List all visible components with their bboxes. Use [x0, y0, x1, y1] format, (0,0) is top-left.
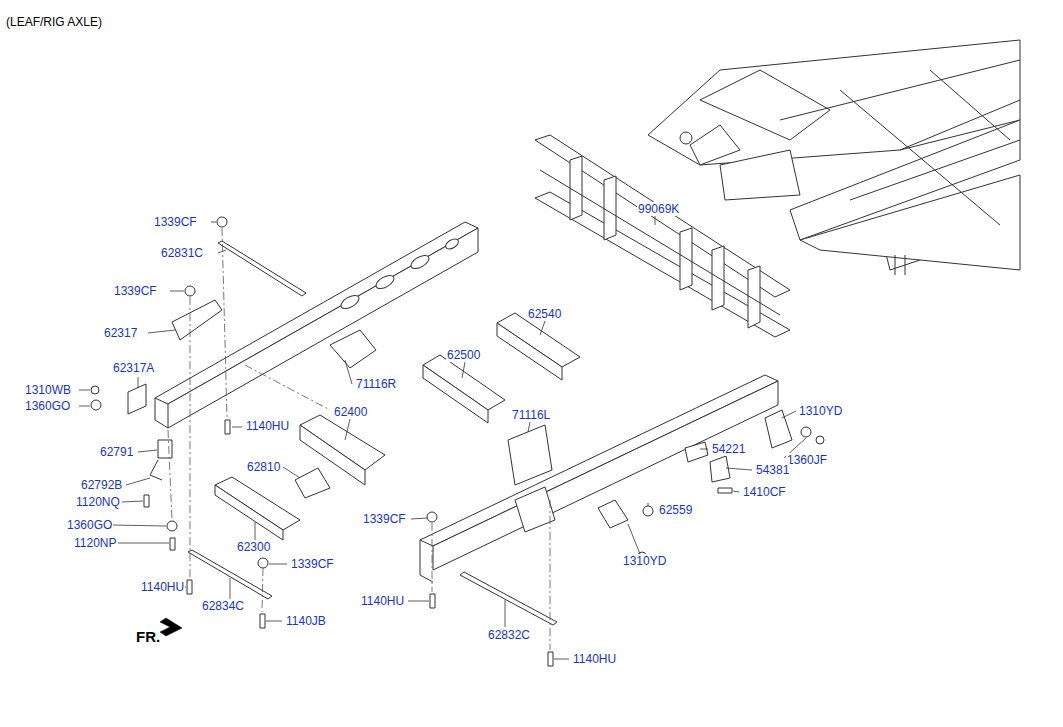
part-number: 62831C: [160, 246, 204, 260]
part-number: 1339CF: [113, 284, 158, 298]
part-number: 1120NP: [73, 536, 117, 550]
part-number: 62317A: [112, 361, 155, 375]
part-number: 62500: [446, 348, 481, 362]
part-number: 62559: [658, 503, 693, 517]
part-number: 62300: [236, 540, 271, 554]
part-number: 99069K: [637, 202, 680, 216]
part-number: 1310YD: [798, 404, 843, 418]
part-number: 1360GO: [66, 518, 113, 532]
part-number: 1360GO: [24, 399, 71, 413]
part-number: 1339CF: [153, 215, 198, 229]
direction-label: FR.: [135, 628, 161, 645]
part-number: 62810: [246, 460, 281, 474]
part-number: 62540: [527, 307, 562, 321]
part-number: 1140JB: [285, 614, 327, 628]
part-number: 1339CF: [362, 512, 407, 526]
part-number: 71116L: [511, 408, 551, 422]
part-number: 71116R: [355, 377, 397, 391]
part-number: 1140HU: [245, 419, 290, 433]
part-number: 1360JF: [786, 453, 828, 467]
part-number: 1140HU: [360, 594, 405, 608]
diagram-title: (LEAF/RIG AXLE): [6, 15, 102, 29]
part-number: 62317: [103, 326, 138, 340]
part-number: 54381: [755, 463, 790, 477]
part-number: 62792B: [80, 478, 123, 492]
part-number: 62791: [99, 445, 134, 459]
part-number: 1339CF: [290, 557, 335, 571]
part-number: 1140HU: [572, 652, 617, 666]
part-number: 62834C: [201, 599, 245, 613]
part-number: 1120NQ: [75, 495, 121, 509]
part-number: 1310WB: [24, 383, 72, 397]
part-number: 1140HU: [140, 580, 185, 594]
part-number: 62832C: [487, 628, 531, 642]
part-number: 1310YD: [622, 554, 667, 568]
part-number: 62400: [333, 405, 368, 419]
front-arrow: [160, 618, 182, 636]
part-number: 54221: [711, 442, 746, 456]
part-number: 1410CF: [742, 485, 787, 499]
